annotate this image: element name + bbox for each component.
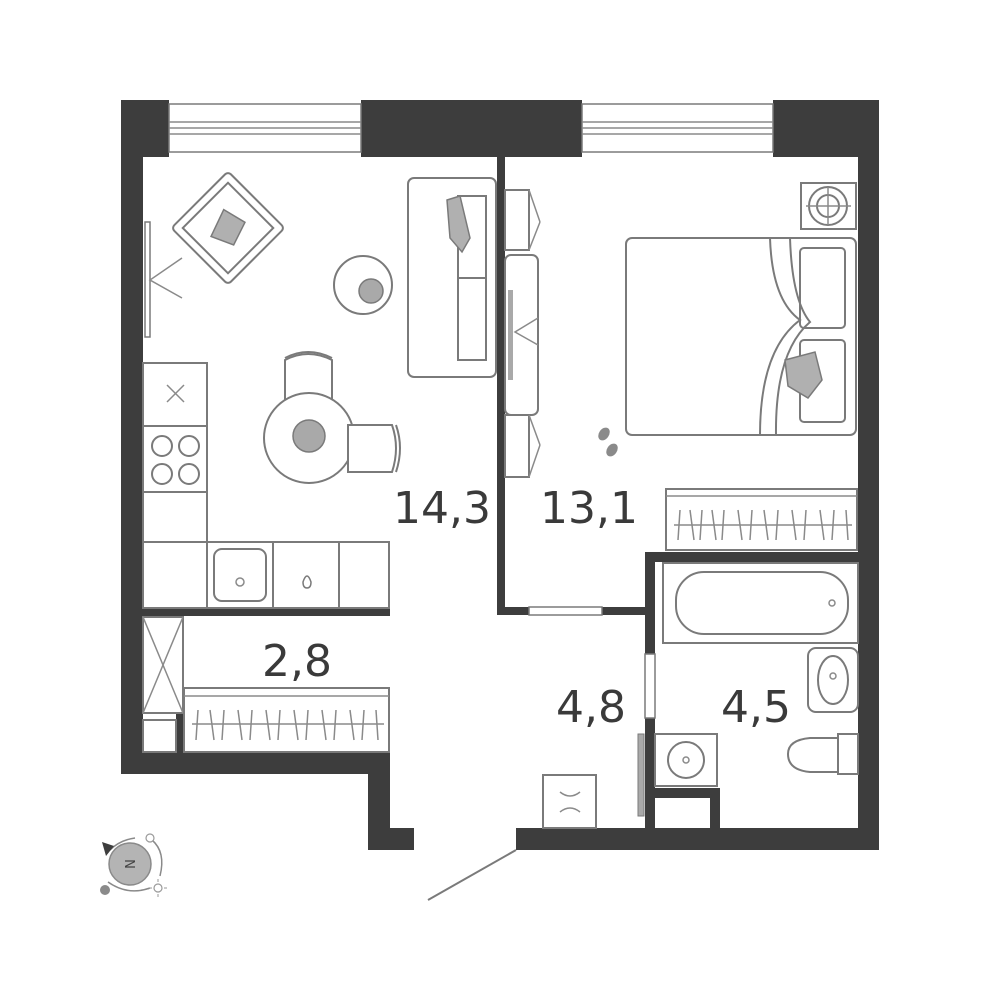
- wall-bottom-left-return: [368, 828, 414, 850]
- compass-icon: N: [100, 833, 167, 897]
- entrance-door-swing[interactable]: [427, 849, 517, 901]
- washing-machine: [654, 733, 718, 787]
- bed: [625, 237, 857, 436]
- slippers: [598, 427, 618, 457]
- bathroom-door[interactable]: [644, 653, 656, 719]
- wall-right: [858, 100, 879, 850]
- area-label-hall: 4,8: [556, 682, 626, 733]
- wall-storage-shaft: [176, 714, 184, 754]
- wall-bath-nook-top: [645, 788, 720, 798]
- area-label-bedroom: 13,1: [540, 483, 638, 534]
- wall-living-bedroom: [497, 157, 505, 615]
- storage-cabinet: [142, 616, 184, 753]
- window-left: [168, 103, 362, 153]
- sofa: [407, 177, 497, 378]
- wall-kitchen-storage: [143, 608, 390, 616]
- side-table: [333, 255, 393, 315]
- bedroom-door[interactable]: [528, 606, 603, 616]
- wall-bedroom-bath: [645, 552, 858, 562]
- bathtub: [662, 562, 859, 644]
- hall-shelf: [542, 774, 597, 829]
- wardrobe-bedroom: [665, 488, 858, 551]
- wall-bedroom-hall-b: [602, 607, 652, 615]
- compass-letter: N: [124, 859, 139, 869]
- wall-bath-left-bottom: [645, 718, 655, 828]
- area-label-living-kitchen: 14,3: [393, 483, 491, 534]
- wall-top-middle: [361, 100, 582, 157]
- wall-bedroom-hall-a: [497, 607, 529, 615]
- toilet: [786, 733, 859, 775]
- armchair: [172, 172, 284, 284]
- left-swing-door: [144, 221, 183, 338]
- wardrobe-bedroom-door: [504, 189, 541, 478]
- dining-table: [263, 351, 401, 484]
- window-right: [581, 103, 774, 153]
- washbasin: [807, 647, 859, 713]
- walls: [121, 100, 879, 850]
- wall-bottom-left: [121, 752, 389, 774]
- wardrobe-storage: [183, 687, 390, 753]
- area-label-bathroom: 4,5: [721, 682, 791, 733]
- bathroom-door-leaf: [637, 733, 645, 817]
- wall-bath-nook-side: [710, 788, 720, 828]
- wall-bath-left-top: [645, 552, 655, 654]
- wall-left: [121, 100, 143, 774]
- wall-bottom-left-step: [368, 752, 390, 850]
- wall-bottom-right: [516, 828, 879, 850]
- area-label-storage: 2,8: [262, 636, 332, 687]
- floor-lamp: [800, 182, 857, 230]
- kitchen-counter: [142, 362, 390, 609]
